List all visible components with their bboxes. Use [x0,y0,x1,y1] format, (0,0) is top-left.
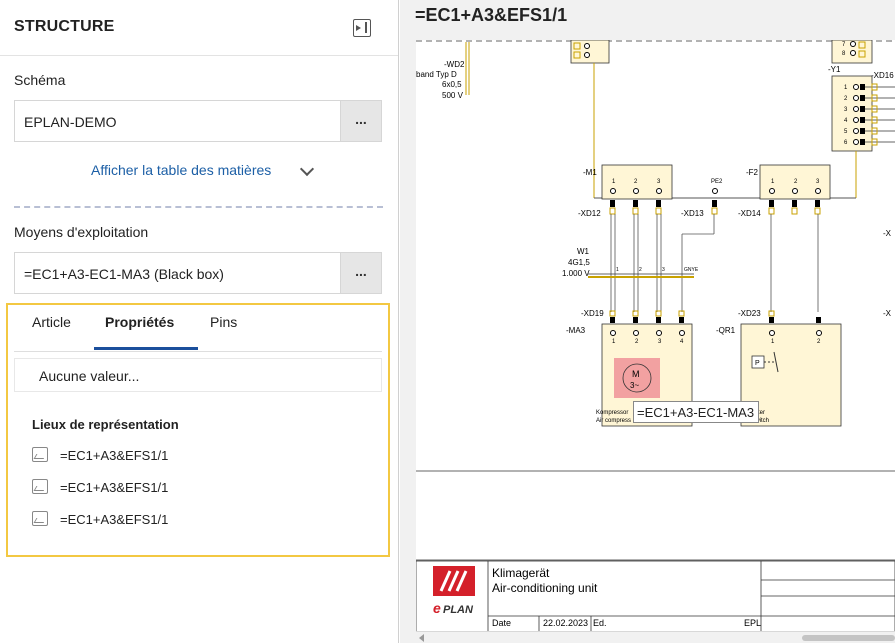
wd2-volt-label: 500 V [442,91,464,100]
ma3-pin: 4 [680,339,684,345]
wd2-size-label: 6x0,5 [442,80,462,89]
equipment-field[interactable]: =EC1+A3-EC1-MA3 (Black box) ... [14,252,382,294]
w1-volt-label: 1.000 V [562,269,590,278]
epl-label: EPL [744,618,761,628]
page-image-icon [32,479,48,494]
xd16-row-label: 3 [844,107,848,113]
f2-pin: 3 [816,179,820,185]
band-label: band Typ D [416,70,457,79]
toc-toggle-link[interactable]: Afficher la table des matières [91,162,272,178]
w1-conductor: 3 [662,267,665,273]
w1-conductor: 2 [639,267,642,273]
w1-size-label: 4G1,5 [568,258,590,267]
scrollbar-thumb[interactable] [802,635,895,641]
m1-pin: 2 [634,179,638,185]
xd16-label: -XD16 [871,71,894,80]
page-image-icon [32,511,48,526]
collapse-panel-icon[interactable] [353,19,371,37]
schematic-canvas[interactable]: -WD2 band Typ D 6x0,5 500 V 7 8 -Y1 -XD1… [416,40,895,632]
dashed-divider [14,206,383,208]
kompressor-label: Kompressor [596,410,628,416]
schema-field[interactable]: EPLAN-DEMO ... [14,100,382,142]
horizontal-scrollbar[interactable] [416,631,895,643]
tab-pins[interactable]: Pins [210,314,238,330]
eplan-logo-text: PLAN [443,604,474,616]
f2-pin: 2 [794,179,798,185]
motor-3-label: 3~ [630,381,639,390]
equipment-label: Moyens d'exploitation [14,224,149,240]
structure-header: STRUCTURE [0,0,398,56]
f2-pin: 1 [771,179,775,185]
title-en: Air-conditioning unit [492,581,598,595]
title-block: e PLAN Klimagerät Air-conditioning unit … [416,560,895,632]
equipment-value: =EC1+A3-EC1-MA3 (Black box) [24,266,224,282]
no-value-text: Aucune valeur... [39,368,140,384]
xd16-row-label: 5 [844,129,848,135]
page-image-icon [32,447,48,462]
tab-bar: Article Propriétés Pins [14,305,382,352]
qr1-pin: 1 [771,339,775,345]
chevron-down-icon[interactable] [299,161,315,177]
xd16-row-label: 4 [844,118,848,124]
xd14-label: -XD14 [738,209,761,218]
motor-m-label: M [632,369,640,379]
active-tab-indicator [94,347,198,350]
date-label: Date [492,618,511,628]
xd16-row-label: 6 [844,140,848,146]
schema-browse-button[interactable]: ... [340,101,381,141]
ma3-pin: 3 [658,339,662,345]
y1-row-label: 7 [842,42,846,48]
component-tooltip: =EC1+A3-EC1-MA3 [633,401,759,423]
ma3-pin: 1 [612,339,616,345]
eplan-logo-e: e [433,600,441,616]
equipment-browse-button[interactable]: ... [340,253,381,293]
y1-label: -Y1 [828,65,841,74]
y1-row-label: 8 [842,51,846,57]
location-text: =EC1+A3&EFS1/1 [60,448,169,463]
location-text: =EC1+A3&EFS1/1 [60,512,169,527]
x-right2-label: -X [883,309,892,318]
schematic-panel: =EC1+A3&EFS1/1 -WD2 band Typ D 6x0,5 500… [400,0,895,643]
x-right-label: -X [883,229,892,238]
schema-label: Schéma [14,72,66,88]
wd2-label: -WD2 [444,60,465,69]
xd19-label: -XD19 [581,309,604,318]
tab-article[interactable]: Article [32,314,71,330]
location-text: =EC1+A3&EFS1/1 [60,480,169,495]
pe2-label: PE2 [711,179,723,185]
qr1-label: -QR1 [716,326,736,335]
date-value: 22.02.2023 [543,618,588,628]
scroll-left-icon[interactable] [419,634,424,642]
edition-label: Ed. [593,618,607,628]
xd23-label: -XD23 [738,309,761,318]
xd16-row-label: 2 [844,96,848,102]
ma3-label: -MA3 [566,326,586,335]
m1-pin: 3 [657,179,661,185]
tab-properties[interactable]: Propriétés [105,314,175,330]
no-value-row: Aucune valeur... [14,358,382,392]
w1-label: W1 [577,247,590,256]
page-title: =EC1+A3&EFS1/1 [415,5,568,25]
f2-label: -F2 [746,168,759,177]
w1-conductor: GNYE [684,267,699,273]
ma3-pin: 2 [635,339,639,345]
panel-title: STRUCTURE [14,18,115,35]
schema-value: EPLAN-DEMO [24,114,117,130]
m1-label: -M1 [583,168,597,177]
qr1-pin: 2 [817,339,821,345]
air-compressor-label: Air compress [596,418,631,424]
structure-panel: STRUCTURE Schéma EPLAN-DEMO ... Afficher… [0,0,399,643]
m1-pin: 1 [612,179,616,185]
w1-conductor: 1 [616,267,619,273]
title-de: Klimagerät [492,566,550,580]
properties-tabpanel: Article Propriétés Pins Aucune valeur...… [6,303,390,557]
xd16-terminals: 1 2 3 4 5 6 [844,85,848,146]
xd16-row-label: 1 [844,85,848,91]
xd12-label: -XD12 [578,209,601,218]
pressure-p-label: P [755,360,760,367]
locations-title: Lieux de représentation [32,417,179,432]
xd13-label: -XD13 [681,209,704,218]
